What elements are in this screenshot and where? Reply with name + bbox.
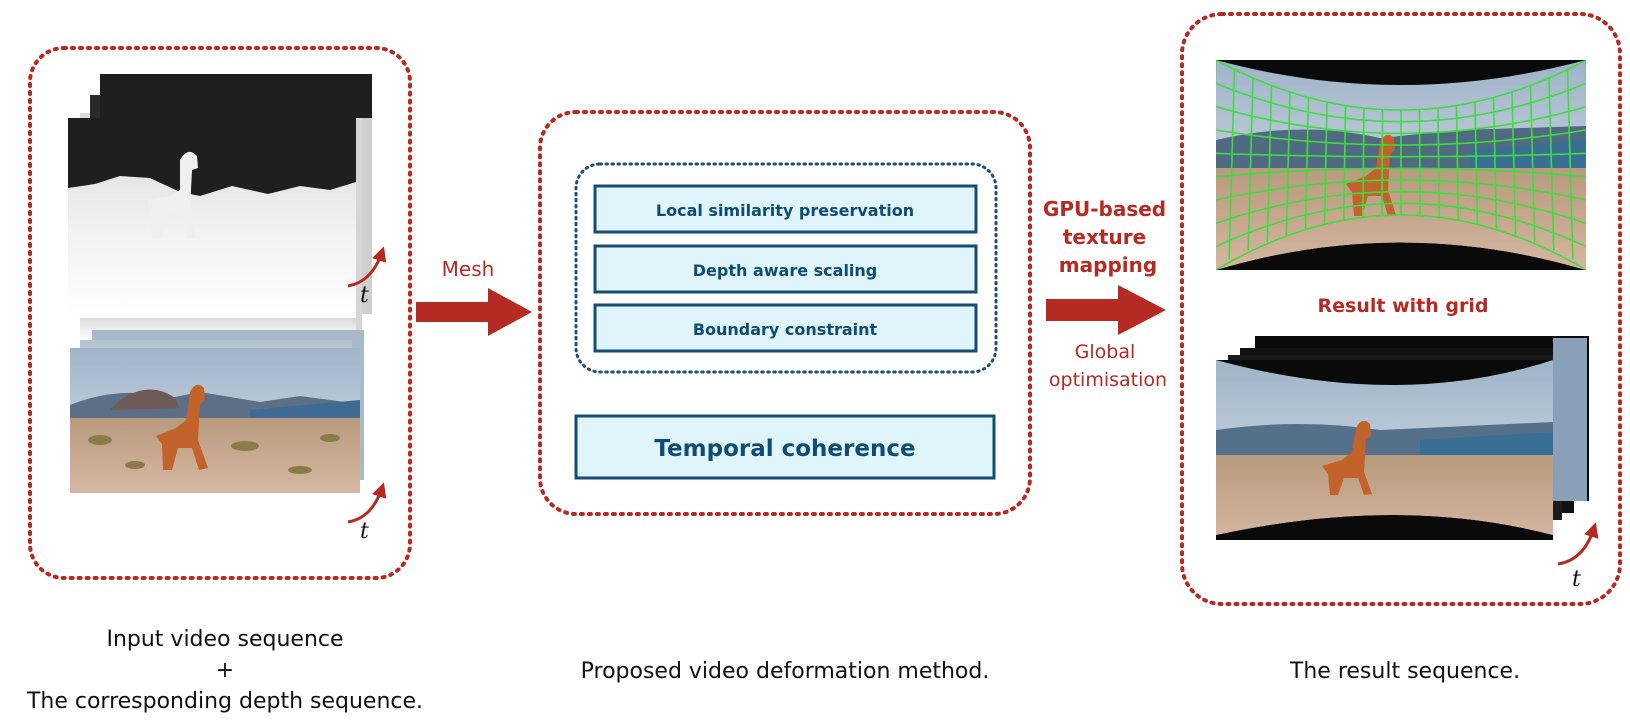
result-panel-frame	[1180, 12, 1622, 606]
result-panel: Result with grid t	[1180, 12, 1622, 606]
grid-line-vertical	[1418, 109, 1421, 216]
svg-text:Local similarity preservation: Local similarity preservation	[656, 201, 914, 220]
mesh-arrow: Mesh	[416, 257, 532, 336]
grid-line-vertical	[1342, 105, 1347, 220]
grid-line-vertical	[1304, 97, 1310, 229]
time-arrow-video	[347, 482, 387, 524]
mapping-bottom-label: Global optimisation	[1049, 341, 1167, 391]
constraint-box-local-similarity: Local similarity preservation	[593, 184, 978, 234]
mapping-arrow: GPU-based texture mapping Global optimis…	[1043, 197, 1173, 391]
grid-line-horizontal	[1216, 167, 1586, 178]
video-frame	[70, 348, 360, 538]
time-label-depth: t	[360, 283, 369, 308]
grid-line-vertical	[1474, 101, 1479, 224]
mapping-top-label: GPU-based texture mapping	[1043, 197, 1173, 277]
grid-line-vertical	[1548, 77, 1555, 251]
grid-line-horizontal	[1216, 82, 1586, 123]
depth-frame	[68, 74, 372, 340]
method-panel: Local similarity preservation Depth awar…	[538, 110, 1032, 516]
time-label-video: t	[360, 519, 369, 544]
grid-line-horizontal	[1216, 152, 1586, 158]
input-panel: t t	[28, 46, 412, 580]
grid-line-vertical	[1437, 107, 1440, 218]
constraint-box-boundary: Boundary constraint	[593, 303, 978, 353]
result-caption: The result sequence.	[1289, 659, 1521, 684]
svg-text:Depth aware scaling: Depth aware scaling	[693, 261, 878, 280]
input-caption: Input video sequence + The corresponding…	[0, 624, 450, 717]
time-arrow-depth	[347, 246, 387, 288]
grid-line-vertical	[1228, 69, 1236, 260]
grid-line-horizontal	[1216, 214, 1586, 270]
temporal-coherence-box: Temporal coherence	[574, 414, 996, 480]
grid-line-horizontal	[1216, 105, 1586, 135]
result-sequence-stack	[1216, 336, 1589, 580]
svg-text:Boundary constraint: Boundary constraint	[693, 320, 878, 339]
grid-line-vertical	[1266, 85, 1273, 242]
svg-text:Temporal coherence: Temporal coherence	[654, 436, 915, 462]
grid-line-vertical	[1381, 109, 1384, 216]
grid-line-vertical	[1455, 105, 1460, 220]
time-arrow-result	[1557, 522, 1599, 566]
result-grid-frame	[1216, 60, 1586, 270]
grid-line-vertical	[1247, 77, 1254, 251]
time-label-result: t	[1572, 567, 1581, 592]
grid-line-vertical	[1566, 69, 1574, 260]
grid-line-horizontal	[1216, 129, 1586, 146]
grid-line-vertical	[1216, 60, 1217, 270]
grid-line-horizontal	[1216, 190, 1586, 225]
constraints-group-frame	[574, 162, 998, 374]
input-caption-line-3: The corresponding depth sequence.	[26, 689, 424, 714]
result-grid-caption: Result with grid	[1318, 295, 1489, 317]
method-panel-frame	[538, 110, 1032, 516]
method-caption: Proposed video deformation method.	[580, 659, 990, 684]
grid-line-horizontal	[1216, 179, 1586, 201]
input-panel-frame	[28, 46, 412, 580]
input-caption-line-2: +	[215, 658, 235, 683]
grid-line-vertical	[1492, 97, 1498, 229]
grid-line-horizontal	[1216, 60, 1586, 111]
result-frame	[1216, 360, 1553, 580]
llama-figure	[156, 384, 208, 470]
grid-line-vertical	[1585, 60, 1586, 270]
grid-line-vertical	[1511, 91, 1517, 235]
video-sequence-stack	[70, 330, 364, 538]
grid-line-vertical	[1362, 107, 1365, 218]
depth-sequence-stack	[68, 74, 372, 353]
deformation-grid	[1216, 60, 1586, 270]
grid-line-horizontal	[1216, 202, 1586, 248]
constraint-box-depth-aware: Depth aware scaling	[593, 244, 978, 294]
mesh-arrow-label: Mesh	[442, 257, 495, 281]
grid-line-vertical	[1285, 91, 1291, 235]
grid-line-vertical	[1529, 85, 1536, 242]
input-caption-line-1: Input video sequence	[106, 627, 344, 652]
grid-line-vertical	[1323, 101, 1328, 224]
